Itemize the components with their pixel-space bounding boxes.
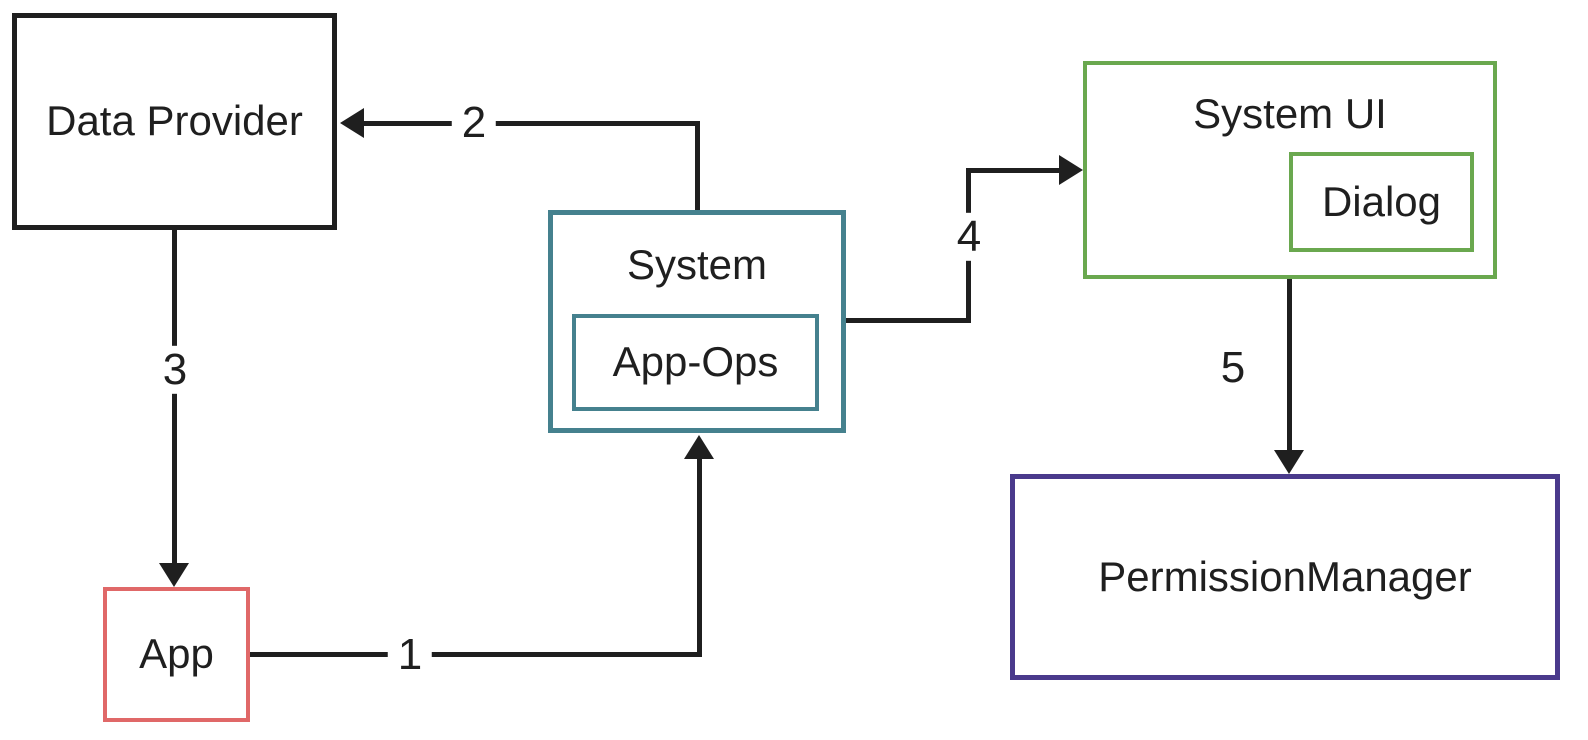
edge-3-arrowhead-down-icon — [159, 563, 189, 590]
edge-4-arrowhead-right-icon — [1059, 155, 1086, 185]
edge-1-line-horizontal — [250, 652, 700, 657]
edge-2-label: 2 — [451, 98, 497, 148]
edge-4-line-horizontal-upper — [968, 168, 1061, 173]
node-system-ui: System UI Dialog — [1083, 61, 1497, 279]
edge-3-label: 3 — [152, 345, 198, 395]
node-system-label: System — [626, 241, 768, 288]
node-app-ops-label: App-Ops — [612, 338, 779, 386]
node-data-provider: Data Provider — [12, 13, 337, 230]
edge-4-label: 4 — [946, 212, 992, 262]
edge-5-line-vertical — [1287, 279, 1292, 452]
node-dialog: Dialog — [1289, 152, 1474, 252]
edge-2-line-horizontal — [358, 121, 700, 126]
edge-1-label: 1 — [387, 630, 433, 680]
edge-2-line-vertical — [695, 122, 700, 210]
node-app: App — [103, 587, 250, 722]
edge-1-line-vertical — [697, 453, 702, 657]
edge-3-line-vertical — [172, 230, 177, 566]
node-app-label: App — [139, 630, 214, 678]
edge-1-arrowhead-up-icon — [684, 432, 714, 459]
node-system-ui-label: System UI — [1193, 90, 1387, 137]
edge-4-line-horizontal-lower — [846, 318, 970, 323]
node-permission-manager-label: PermissionManager — [1098, 552, 1472, 600]
edge-5-arrowhead-down-icon — [1274, 450, 1304, 477]
node-dialog-label: Dialog — [1321, 177, 1442, 225]
edge-2-arrowhead-left-icon — [337, 108, 364, 138]
node-permission-manager: PermissionManager — [1010, 474, 1560, 680]
node-system: System App-Ops — [548, 210, 846, 433]
node-data-provider-label: Data Provider — [46, 97, 303, 145]
node-app-ops: App-Ops — [572, 314, 819, 411]
edge-5-label: 5 — [1210, 343, 1256, 393]
